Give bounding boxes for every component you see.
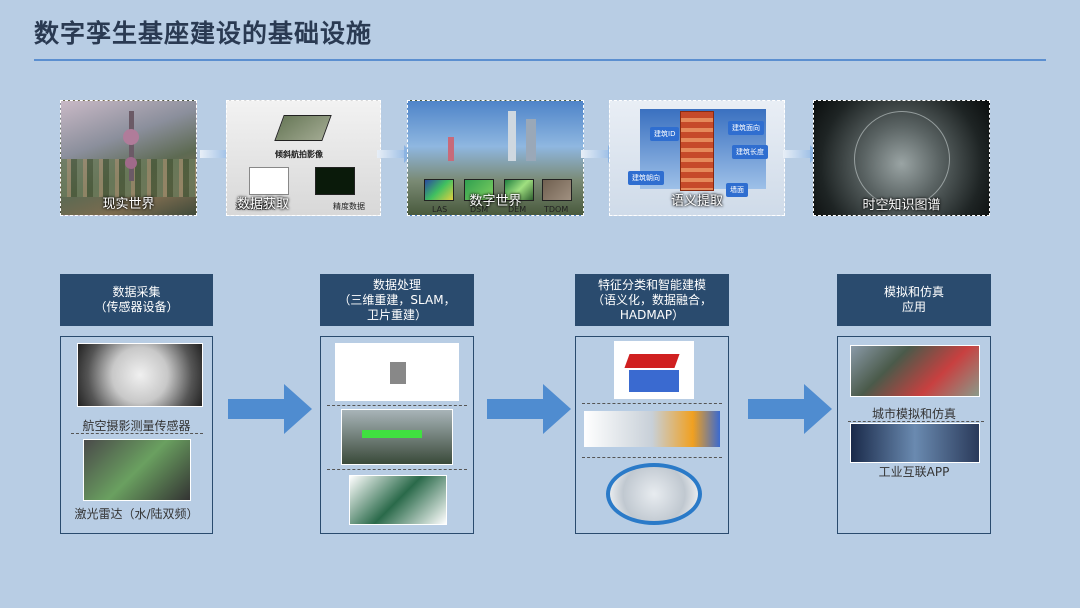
big-flow-arrow-icon (748, 384, 832, 434)
semantic-building-image (614, 341, 694, 399)
stage-header-collection: 数据采集 （传感器设备） (60, 274, 213, 326)
semantic-tag: 建筑ID (650, 127, 680, 141)
dsm-tile-image (464, 179, 494, 201)
las-tile-image (424, 179, 454, 201)
tile-label: DEM (508, 205, 527, 214)
big-flow-arrow-icon (487, 384, 571, 434)
page-title: 数字孪生基座建设的基础设施 (34, 19, 373, 48)
image-label: 倾斜航拍影像 (275, 150, 323, 159)
city-simulation-image (850, 345, 980, 397)
tdom-tile-image (542, 179, 572, 201)
lidar-device-image (83, 439, 191, 501)
stage-header-processing: 数据处理 （三维重建，SLAM， 卫片重建） (320, 274, 474, 326)
pipeline-step-data-acquisition: 倾斜航拍影像 激光扫描点 精度数据 数据获取 (226, 100, 381, 216)
divider (848, 421, 984, 422)
stage-header-simulation: 模拟和仿真 应用 (837, 274, 991, 326)
pipeline-step-semantic-extraction: 建筑ID 建筑面向 建筑长度 建筑朝向 墙面 语义提取 (609, 100, 785, 216)
slam-highlight (362, 430, 422, 438)
data-fusion-image (584, 411, 720, 447)
big-flow-arrow-icon (228, 384, 312, 434)
tower-sphere-image (125, 157, 137, 169)
pipeline-step-label: 数字世界 (469, 194, 522, 209)
stage-panel-modeling (575, 336, 729, 534)
tile-label: LAS (432, 205, 448, 214)
flow-arrow-icon (377, 145, 413, 163)
stage-panel-processing (320, 336, 474, 534)
satellite-reconstruction-image (349, 475, 447, 525)
skyscraper-image (508, 111, 516, 161)
item-label: 航空摄影测量传感器 (82, 419, 191, 433)
pipeline-step-label: 现实世界 (102, 197, 155, 212)
item-label: 工业互联APP (878, 465, 950, 479)
flow-arrow-icon (581, 145, 617, 163)
3d-reconstruction-image (335, 343, 459, 401)
flow-arrow-icon (200, 145, 236, 163)
tv-tower-image (129, 111, 134, 181)
item-label: 城市模拟和仿真 (871, 407, 956, 421)
pipeline-step-label: 数据获取 (237, 197, 290, 212)
flow-arrow-icon (783, 145, 819, 163)
divider (582, 457, 722, 458)
skyscraper-image (448, 137, 454, 161)
title-divider (34, 59, 1046, 61)
hadmap-ring-image (606, 463, 702, 525)
divider (582, 403, 722, 404)
tile-label: TDOM (544, 205, 569, 214)
laser-scanner-image (249, 167, 289, 195)
stage-panel-collection: 航空摄影测量传感器 激光雷达（水/陆双频） (60, 336, 213, 534)
divider (327, 469, 467, 470)
industrial-app-image (850, 423, 980, 463)
precision-data-image (315, 167, 355, 195)
slam-point-cloud-image (341, 409, 453, 465)
pipeline-step-label: 语义提取 (670, 194, 723, 209)
oblique-photo-image (274, 115, 332, 141)
wall-shape (629, 370, 679, 392)
aerial-sensor-image (77, 343, 203, 407)
globe-image (854, 111, 950, 207)
semantic-tag: 墙面 (726, 183, 748, 197)
pipeline-step-label: 时空知识图谱 (862, 198, 941, 213)
semantic-tag: 建筑面向 (728, 121, 764, 135)
image-label: 精度数据 (333, 202, 365, 211)
pipeline-step-digital-world: LAS DSM DEM TDOM 数字世界 (407, 100, 584, 216)
building-model-image (680, 111, 714, 191)
roof-shape (624, 354, 680, 368)
reconstruction-object (390, 362, 406, 384)
dem-tile-image (504, 179, 534, 201)
semantic-tag: 建筑朝向 (628, 171, 664, 185)
tile-label: DSM (470, 205, 489, 214)
divider (327, 405, 467, 406)
stage-panel-simulation: 城市模拟和仿真 工业互联APP (837, 336, 991, 534)
semantic-tag: 建筑长度 (732, 145, 768, 159)
pipeline-step-real-world: 现实世界 (60, 100, 197, 216)
tower-sphere-image (123, 129, 139, 145)
pipeline-step-spatiotemporal-kg: 时空知识图谱 (813, 100, 990, 216)
item-label: 激光雷达（水/陆双频） (74, 507, 199, 521)
stage-header-modeling: 特征分类和智能建模 （语义化，数据融合， HADMAP） (575, 274, 729, 326)
skyscraper-image (526, 119, 536, 161)
image-label: 激光扫描点 (235, 202, 275, 211)
divider (71, 433, 203, 434)
